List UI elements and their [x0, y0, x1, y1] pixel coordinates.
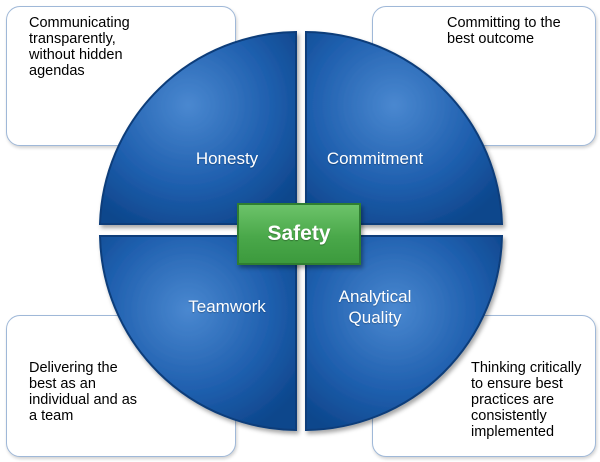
center-label: Safety [267, 222, 331, 245]
quadrant-label-honesty: Honesty [195, 149, 259, 168]
quadrant-honesty [98, 30, 297, 225]
quadrant-label-analytical-quality: Analytical Quality [338, 287, 412, 327]
quadrant-label-commitment: Commitment [326, 149, 424, 168]
center-safety-box: Safety [237, 203, 361, 265]
quadrant-analytical-quality [305, 235, 504, 432]
quadrant-label-teamwork: Teamwork [188, 297, 266, 316]
quadrant-commitment [305, 30, 504, 225]
quadrant-teamwork [98, 235, 297, 432]
